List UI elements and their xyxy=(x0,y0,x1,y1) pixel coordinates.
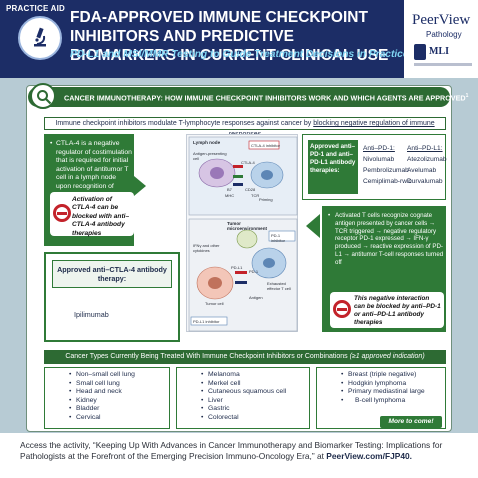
anti-pd1-drug: Pembrolizumab xyxy=(363,167,409,174)
list-item: Kidney xyxy=(69,397,135,406)
pdl1-label: PD-L1 xyxy=(231,265,243,270)
page-subtitle: PD-L1 and MSI/MMR Testing to Guide Treat… xyxy=(70,49,409,60)
tcr-label: TCR xyxy=(251,193,260,198)
anti-pd1-drug: Nivolumab xyxy=(363,156,395,163)
arrow-right-icon xyxy=(134,176,146,196)
anti-pdl1-drug: Avelumab xyxy=(407,167,437,174)
ifn-label: IFNγ and other cytokines xyxy=(193,243,220,253)
list-item: Non–small cell lung xyxy=(69,371,135,380)
list-item: Head and neck xyxy=(69,388,135,397)
ctla4-inhibitor-label: CTLA-4 inhibitor xyxy=(251,143,280,148)
list-item: Cutaneous squamous cell xyxy=(201,388,286,397)
pd-callout-text: This negative interaction can be blocked… xyxy=(354,295,441,326)
exhausted-t-cell-label: Exhausted effector T cell xyxy=(267,281,291,291)
arrow-left-icon xyxy=(306,214,320,238)
mechanism-diagram: Lymph node CTLA-4 inhibitor Antigen-pres… xyxy=(186,134,298,332)
footer-text: Access the activity, “Keeping Up With Ad… xyxy=(20,440,443,461)
header: PRACTICE AID FDA-APPROVED IMMUNE CHECKPO… xyxy=(0,0,478,78)
peerview-logo[interactable]: PeerView Pathology MLI xyxy=(404,0,478,78)
section-banner xyxy=(28,87,450,107)
logo-name: PeerView xyxy=(412,12,471,28)
prohibited-icon xyxy=(333,300,351,318)
pd-callout: This negative interaction can be blocked… xyxy=(330,292,444,328)
mhc-label: MHC xyxy=(225,193,235,198)
ctla4-callout-text: Activation of CTLA-4 can be blocked with… xyxy=(72,196,130,237)
pd1-label: PD-1 xyxy=(249,269,259,274)
list-item: Merkel cell xyxy=(201,380,286,389)
cancer-types-title: Cancer Types Currently Being Treated Wit… xyxy=(65,353,350,360)
footer-note: Access the activity, “Keeping Up With Ad… xyxy=(20,440,470,462)
cd28-label: CD28 xyxy=(245,187,256,192)
list-item: Liver xyxy=(201,397,286,406)
list-item-continuation: B-cell lymphoma xyxy=(341,397,425,406)
list-item: Breast (triple negative) xyxy=(341,371,425,380)
microscope-icon xyxy=(18,16,62,60)
more-to-come-badge: More to come! xyxy=(380,416,442,428)
anti-ctla4-title: Approved anti–CTLA-4 antibody therapy: xyxy=(52,260,172,288)
pdl1-inhibitor-label: PD-L1 inhibitor xyxy=(193,319,220,324)
anti-pd1-pdl1-box: Approved anti–PD-1 and anti–PD-L1 antibo… xyxy=(302,134,447,200)
mli-fineprint xyxy=(414,63,472,66)
cancer-types-column-2: Melanoma Merkel cell Cutaneous squamous … xyxy=(176,367,310,429)
practice-aid-label: PRACTICE AID xyxy=(6,4,65,13)
anti-ctla4-box: Approved anti–CTLA-4 antibody therapy: I… xyxy=(44,252,180,342)
intro-statement: Immune checkpoint inhibitors modulate T-… xyxy=(44,117,446,138)
pd1-inhibitor-label: PD-1 inhibitor xyxy=(271,233,286,243)
banner-text: CANCER IMMUNOTHERAPY: HOW IMMUNE CHECKPO… xyxy=(64,93,466,103)
list-item: Primary mediastinal large xyxy=(341,388,425,397)
tumor-microenvironment-label: Tumor microenvironment xyxy=(227,221,268,231)
priming-label: Priming xyxy=(259,197,273,202)
list-item: Colorectal xyxy=(201,414,286,423)
banner-footnote: 1 xyxy=(465,93,469,99)
anti-pdl1-drug: Atezolizumab xyxy=(407,156,447,163)
pd-therapies-title: Approved anti–PD-1 and anti–PD-L1 antibo… xyxy=(308,140,358,194)
anti-pd1-list: Anti–PD-1: Nivolumab Pembrolizumab Cemip… xyxy=(363,143,412,187)
footer-link[interactable]: PeerView.com/FJP40. xyxy=(326,451,412,461)
mli-emblem-icon xyxy=(414,44,426,60)
ctla4-callout: Activation of CTLA-4 can be blocked with… xyxy=(50,192,134,237)
list-item: Gastric xyxy=(201,405,286,414)
anti-pdl1-list: Anti–PD-L1: Atezolizumab Avelumab Durval… xyxy=(407,143,447,187)
cancer-types-header: Cancer Types Currently Being Treated Wit… xyxy=(44,350,446,364)
lymph-node-label: Lymph node xyxy=(193,140,221,145)
anti-pdl1-drug: Durvalumab xyxy=(407,178,443,185)
logo-subtitle: Pathology xyxy=(426,30,462,39)
cancer-types-note: (≥1 approved indication) xyxy=(349,353,425,360)
b7-label: B7 xyxy=(227,187,232,192)
mli-logo: MLI xyxy=(429,46,449,57)
tumor-cell-label: Tumor cell xyxy=(205,301,224,306)
cancer-types-column-1: Non–small cell lung Small cell lung Head… xyxy=(44,367,170,429)
anti-pd1-title: Anti–PD-1: xyxy=(363,145,395,152)
intro-text: Immune checkpoint inhibitors modulate T-… xyxy=(55,120,314,127)
list-item: Bladder xyxy=(69,405,135,414)
list-item: Melanoma xyxy=(201,371,286,380)
anti-pdl1-title: Anti–PD-L1: xyxy=(407,145,443,152)
list-item: Cervical xyxy=(69,414,135,423)
apc-label: Antigen-presenting cell xyxy=(193,151,227,161)
prohibited-icon xyxy=(53,204,71,222)
ctla4-label: CTLA-4 xyxy=(241,160,255,165)
page-title: FDA-APPROVED IMMUNE CHECKPOINT INHIBITOR… xyxy=(70,9,389,64)
list-item: Small cell lung xyxy=(69,380,135,389)
section-banner-title: CANCER IMMUNOTHERAPY: HOW IMMUNE CHECKPO… xyxy=(64,93,468,102)
antigen-label: Antigen xyxy=(249,295,263,300)
list-item: Hodgkin lymphoma xyxy=(341,380,425,389)
ipilimumab-label: Ipilimumab xyxy=(74,310,109,319)
anti-pd1-drug: Cemiplimab-rwlc xyxy=(363,178,412,185)
magnifier-icon xyxy=(30,83,56,109)
activation-bullet: Activated T cells recognize cognate anti… xyxy=(328,212,446,267)
